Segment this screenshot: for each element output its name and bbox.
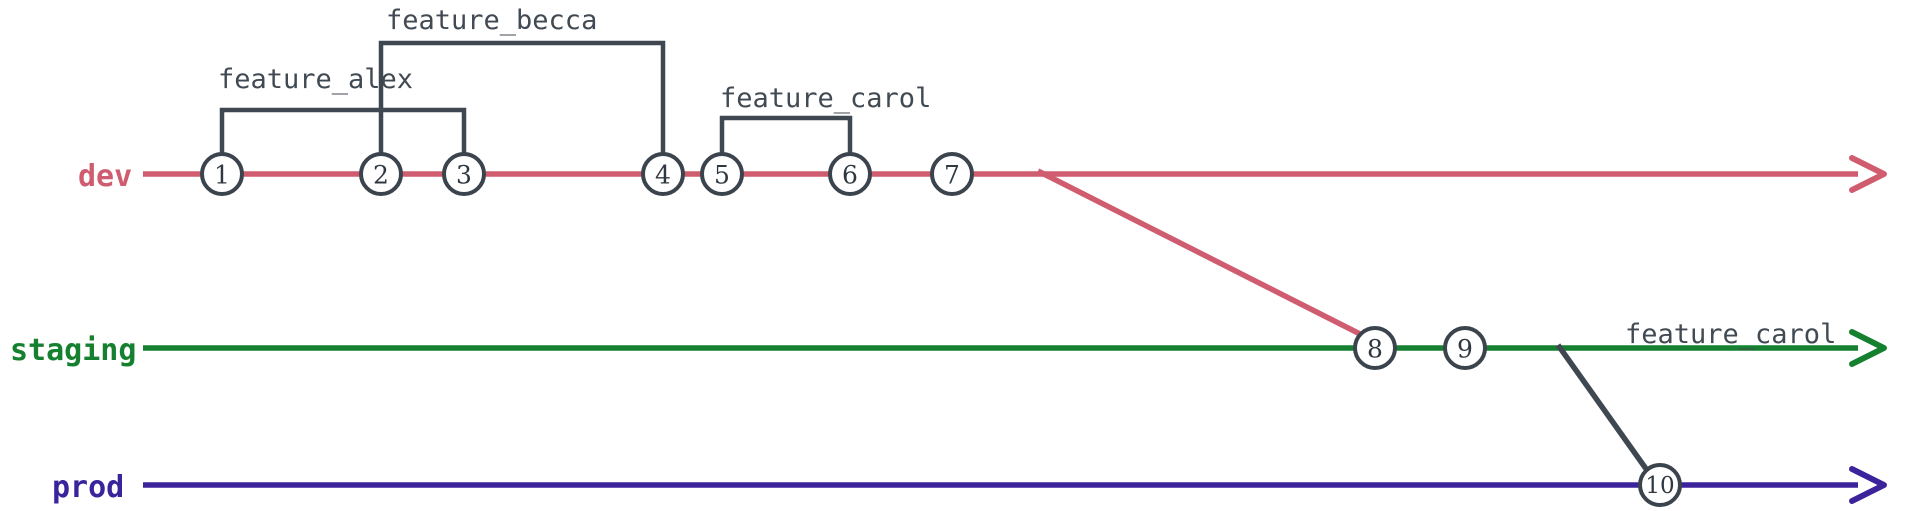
commit-circle — [1443, 326, 1487, 370]
commit-label: 8 — [1367, 335, 1383, 364]
prod-arrow-icon — [1849, 466, 1887, 504]
commit-node-8[interactable]: 8 — [1353, 326, 1397, 370]
merge-edges — [1036, 168, 1652, 475]
feature-carol-dev-label: feature_carol — [720, 83, 931, 114]
commit-node-1[interactable]: 1 — [200, 152, 244, 196]
branch-line-dev[interactable] — [143, 155, 1887, 193]
branch-label-staging: staging — [10, 333, 136, 368]
branch-label-dev: dev — [78, 159, 132, 194]
commit-label: 6 — [842, 161, 858, 190]
commit-circle — [442, 152, 486, 196]
commit-node-9[interactable]: 9 — [1443, 326, 1487, 370]
feature-becca-bracket — [378, 40, 666, 174]
feature-labels: feature_alex feature_becca feature_carol… — [218, 5, 1836, 350]
commit-label: 4 — [655, 161, 671, 190]
branch-name-labels: dev staging prod — [10, 159, 136, 505]
commit-label: 1 — [214, 161, 230, 190]
feature-carol-dev-bracket — [719, 115, 853, 174]
feature-becca-label: feature_becca — [386, 5, 597, 36]
commit-label: 5 — [714, 161, 730, 190]
commit-circle — [200, 152, 244, 196]
commit-label: 9 — [1457, 335, 1473, 364]
commit-circle — [828, 152, 872, 196]
commit-circle — [1353, 326, 1397, 370]
commit-node-3[interactable]: 3 — [442, 152, 486, 196]
branch-lines — [143, 155, 1887, 504]
commit-nodes: 1 2 3 4 5 6 7 — [200, 152, 1682, 507]
commit-node-4[interactable]: 4 — [641, 152, 685, 196]
commit-circle — [641, 152, 685, 196]
dev-arrow-icon — [1849, 155, 1887, 193]
commit-node-2[interactable]: 2 — [359, 152, 403, 196]
commit-circle — [1638, 463, 1682, 507]
commit-label: 7 — [944, 161, 960, 190]
commit-circle — [359, 152, 403, 196]
feature-brackets — [219, 40, 853, 174]
commit-node-5[interactable]: 5 — [700, 152, 744, 196]
commit-label: 10 — [1645, 473, 1674, 499]
feature-alex-bracket — [219, 107, 467, 174]
branch-label-prod: prod — [52, 470, 124, 505]
merge-edge-staging-to-prod — [1555, 343, 1652, 475]
merge-edge-dev-to-staging — [1036, 168, 1364, 338]
commit-circle — [700, 152, 744, 196]
commit-label: 3 — [456, 161, 472, 190]
feature-alex-label: feature_alex — [218, 64, 413, 95]
commit-circle — [930, 152, 974, 196]
commit-node-6[interactable]: 6 — [828, 152, 872, 196]
branch-line-staging[interactable] — [143, 329, 1887, 367]
commit-label: 2 — [373, 161, 389, 190]
branch-line-prod[interactable] — [143, 466, 1887, 504]
staging-arrow-icon — [1849, 329, 1887, 367]
commit-node-7[interactable]: 7 — [930, 152, 974, 196]
feature-carol-prod-label: feature_carol — [1625, 319, 1836, 350]
commit-node-10[interactable]: 10 — [1638, 463, 1682, 507]
